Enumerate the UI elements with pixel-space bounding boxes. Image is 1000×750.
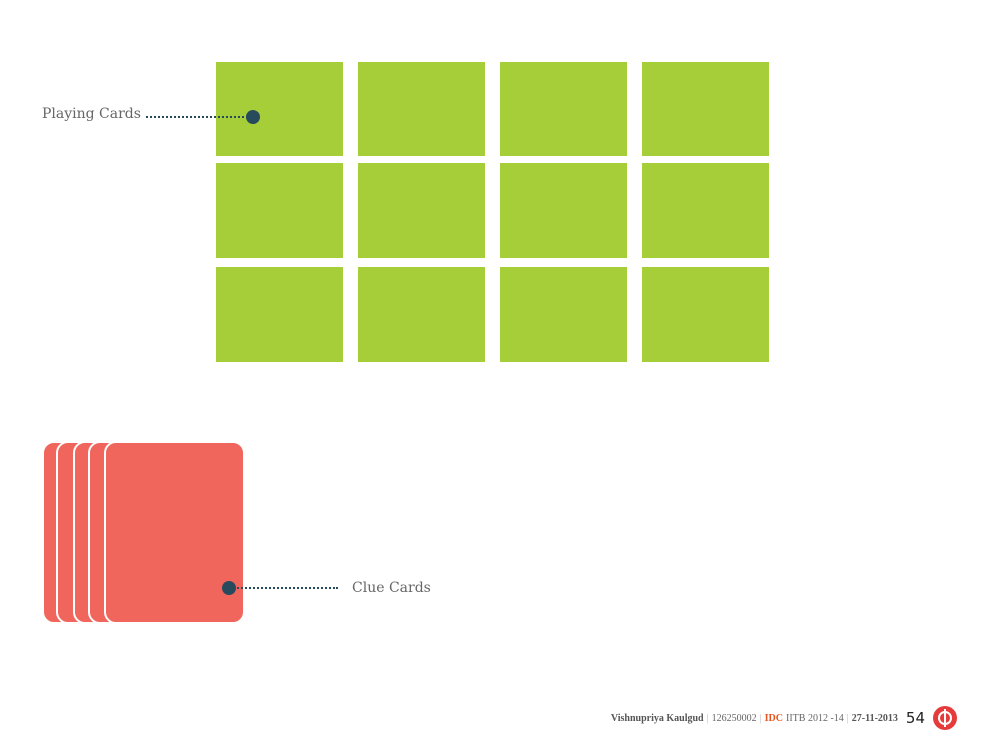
footer-program: IITB 2012 -14	[786, 712, 844, 724]
footer: Vishnupriya Kaulgud | 126250002 | IDC II…	[611, 713, 898, 724]
playing-card	[642, 163, 769, 258]
footer-date: 27-11-2013	[851, 712, 898, 724]
playing-card	[500, 163, 627, 258]
playing-card	[358, 62, 485, 156]
playing-card	[500, 267, 627, 362]
footer-roll: 126250002	[711, 712, 757, 724]
page-number: 54	[905, 709, 925, 727]
clue-cards-label: Clue Cards	[352, 580, 431, 596]
footer-separator: |	[759, 712, 762, 724]
footer-separator: |	[706, 712, 709, 724]
playing-card	[358, 267, 485, 362]
footer-idc: IDC	[764, 712, 783, 724]
clue-cards-leader-line	[234, 587, 338, 589]
logo-icon	[933, 706, 957, 730]
playing-card	[642, 62, 769, 156]
footer-row: Vishnupriya Kaulgud | 126250002 | IDC II…	[611, 705, 957, 731]
playing-card	[216, 163, 343, 258]
playing-card	[216, 62, 343, 156]
clue-card	[104, 441, 245, 624]
clue-cards-marker	[222, 581, 236, 595]
playing-cards-label: Playing Cards	[42, 106, 141, 122]
playing-cards-leader-line	[146, 116, 248, 118]
footer-author: Vishnupriya Kaulgud	[610, 712, 704, 724]
playing-card	[216, 267, 343, 362]
playing-card	[642, 267, 769, 362]
footer-separator: |	[846, 712, 849, 724]
playing-card	[358, 163, 485, 258]
playing-cards-marker	[246, 110, 260, 124]
playing-card	[500, 62, 627, 156]
